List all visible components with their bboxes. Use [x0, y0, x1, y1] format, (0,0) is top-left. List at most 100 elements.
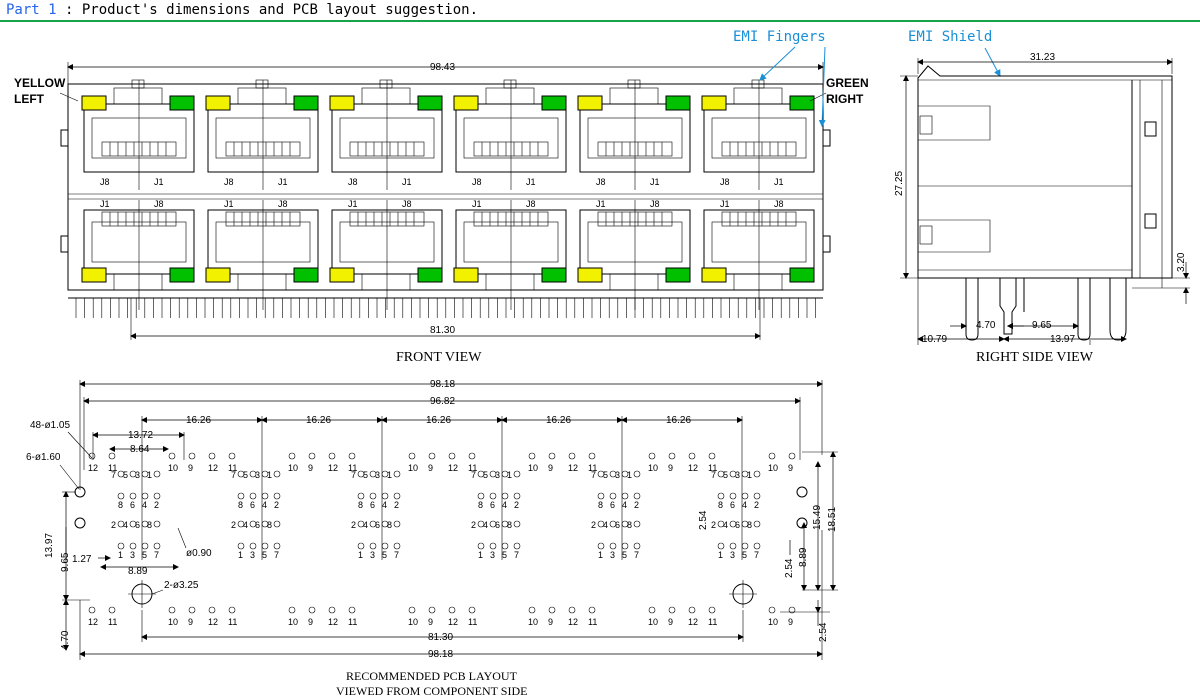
pcb-hole-label: 12: [328, 617, 338, 627]
pcb-hole-label: 9: [788, 463, 793, 473]
led-green: [789, 95, 815, 111]
pcb-top-hole: 9: [308, 452, 316, 473]
pcb-hole: [597, 470, 605, 478]
pcb-hole: [717, 542, 725, 550]
pcb-hole: [741, 492, 749, 500]
pcb-hole: [129, 470, 137, 478]
pcb-hole: [249, 470, 257, 478]
pcb-hole: [261, 542, 269, 550]
pin-label: J8: [278, 199, 288, 209]
pin-label: J8: [100, 177, 110, 187]
pcb-hole-label: 10: [168, 463, 178, 473]
pcb-hole-label: 10: [648, 617, 658, 627]
pcb-hole: [621, 470, 629, 478]
pcb-hole-label: 6: [370, 500, 375, 510]
pcb-hole: [153, 470, 161, 478]
pcb-hole-label: 9: [308, 463, 313, 473]
pcb-hole-label: 1: [598, 550, 603, 560]
pcb-hole-label: 4: [363, 520, 368, 530]
pcb-hole: [688, 452, 696, 460]
pcb-hole-label: 6: [130, 500, 135, 510]
led-yellow: [205, 95, 231, 111]
pin-label: J8: [472, 177, 482, 187]
pcb-bottom-hole: 10: [648, 606, 658, 627]
pcb-hole-label: 1: [267, 470, 272, 480]
pcb-top-hole: 12: [88, 452, 98, 473]
side-depth-label: 31.23: [1030, 52, 1055, 63]
pcb-hole: [168, 606, 176, 614]
pcb-hole-label: 5: [262, 550, 267, 560]
pcb-hole: [448, 452, 456, 460]
pcb-hole: [141, 470, 149, 478]
pcb-hole: [753, 492, 761, 500]
pcb-hole: [308, 606, 316, 614]
pcb-hole-label: 3: [375, 470, 380, 480]
pcb-bottom-hole: 10: [408, 606, 418, 627]
pcb-hole-label: 3: [495, 470, 500, 480]
pcb-hole-label: 11: [708, 617, 717, 627]
pcb-hole-label: 2: [514, 500, 519, 510]
pcb-hole-label: 2: [111, 520, 116, 530]
pcb-hole-label: 8: [478, 500, 483, 510]
led-green: [417, 267, 443, 283]
pcb-hole: [513, 470, 521, 478]
pcb-bottom-hole: 11: [228, 606, 237, 627]
pcb-holes-medium-label: 6-ø1.60: [26, 452, 61, 463]
pcb-hole: [621, 542, 629, 550]
led-yellow: [81, 95, 107, 111]
pcb-hole: [428, 452, 436, 460]
pcb-hole: [357, 520, 365, 528]
pcb-hole: [741, 542, 749, 550]
header-title: Product's dimensions and PCB layout sugg…: [81, 2, 479, 18]
pcb-bottom-hole: 11: [588, 606, 597, 627]
pcb-right-2-54-b: 2.54: [784, 558, 795, 578]
pcb-hole: [633, 520, 641, 528]
pcb-hole: [141, 492, 149, 500]
led-yellow: [453, 267, 479, 283]
pin-label: J8: [224, 177, 234, 187]
pcb-hole: [489, 470, 497, 478]
pcb-hole: [501, 470, 509, 478]
pcb-hole-label: 8: [358, 500, 363, 510]
pcb-hole: [548, 452, 556, 460]
led-green: [169, 267, 195, 283]
pcb-hole-label: 6: [735, 520, 740, 530]
pcb-hole: [568, 606, 576, 614]
pcb-hole: [597, 520, 605, 528]
pin-label: J1: [278, 177, 288, 187]
pcb-hole-label: 6: [255, 520, 260, 530]
pcb-bottom-hole: 9: [548, 606, 556, 627]
pcb-bottom-hole: 9: [188, 606, 196, 627]
pin-label: J1: [596, 199, 606, 209]
pcb-right-15-49: 15.49: [812, 505, 823, 530]
pcb-hole: [237, 470, 245, 478]
pcb-hole-label: 9: [668, 617, 673, 627]
pcb-bottom-hole: 12: [688, 606, 698, 627]
pcb-hole-label: 1: [507, 470, 512, 480]
header-sep: :: [56, 2, 82, 18]
pcb-hole: [381, 520, 389, 528]
right-side-view: EMI Shield 31.23 27.25: [894, 29, 1190, 365]
pcb-hole: [328, 606, 336, 614]
pitch-label: 16.26: [546, 415, 571, 426]
pcb-hole: [768, 606, 776, 614]
pcb-hole: [381, 470, 389, 478]
pcb-hole: [513, 542, 521, 550]
pcb-hole-label: 2: [394, 500, 399, 510]
yellow-label: YELLOW: [14, 76, 66, 90]
pcb-hole: [468, 606, 476, 614]
pin-label: J1: [224, 199, 234, 209]
pcb-hole: [117, 520, 125, 528]
pcb-bottom-hole: 12: [568, 606, 578, 627]
side-pin-length-label: 3.20: [1176, 252, 1187, 272]
led-yellow: [81, 267, 107, 283]
led-yellow: [701, 95, 727, 111]
pcb-hole: [548, 606, 556, 614]
pcb-hole: [273, 520, 281, 528]
pcb-hole: [249, 542, 257, 550]
pin-label: J1: [472, 199, 482, 209]
